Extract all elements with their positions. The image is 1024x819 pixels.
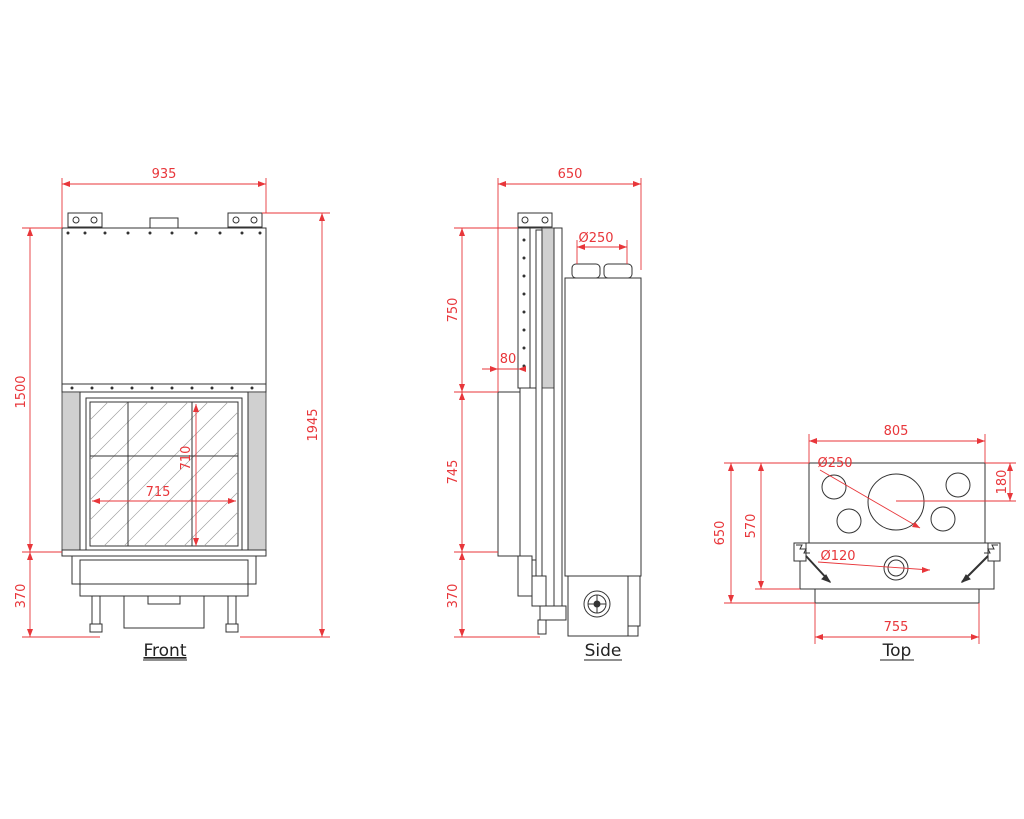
side-base-label: 370 (446, 584, 461, 609)
front-top-handle (149, 217, 179, 229)
front-right-leg (227, 595, 237, 625)
front-height-label: 1945 (306, 408, 321, 441)
front-left-bracket (67, 212, 103, 228)
top-flue-hole-4 (930, 506, 956, 532)
side-column-rivets (522, 238, 526, 368)
side-door (497, 391, 521, 557)
front-door (79, 391, 249, 557)
top-right-corner (987, 542, 1001, 562)
side-flue-collar-left (571, 263, 601, 279)
side-top-bracket (517, 212, 553, 228)
front-width-label: 935 (152, 167, 177, 182)
side-body (564, 277, 642, 577)
side-mid-label: 745 (446, 460, 461, 485)
top-flue-hole-1 (821, 474, 847, 500)
front-bottom-band (61, 549, 267, 557)
top-left-air-arrow-icon (805, 555, 832, 583)
top-view: 805 755 650 570 180 Ø250 Ø120 Top (713, 424, 1016, 661)
front-view: 935 1945 1500 370 715 710 Front (14, 167, 330, 661)
side-view: 650 Ø250 750 745 370 80 Side (446, 167, 642, 661)
top-left-corner (793, 542, 807, 562)
front-left-leg (91, 595, 101, 625)
side-gray-strip (541, 227, 555, 389)
top-flue-main (867, 473, 925, 531)
side-upper-label: 750 (446, 298, 461, 323)
top-width-label: 805 (884, 424, 909, 439)
front-glass-width-label: 715 (146, 485, 171, 500)
front-right-bracket (227, 212, 263, 228)
top-small-label: Ø120 (820, 549, 855, 564)
side-flue-collar-right (603, 263, 633, 279)
front-upper-label: 1500 (14, 375, 29, 408)
top-flue-label: Ø250 (817, 456, 852, 471)
front-left-panel (61, 391, 81, 557)
top-flue-hole-2 (945, 472, 971, 498)
front-ashbox (123, 595, 205, 629)
front-base-label: 370 (14, 584, 29, 609)
front-base (71, 555, 257, 585)
side-caption: Side (585, 641, 622, 661)
side-depth-label: 650 (558, 167, 583, 182)
front-hood (61, 227, 267, 385)
front-right-panel (247, 391, 267, 557)
top-width-bottom-label: 755 (884, 620, 909, 635)
top-depth-label: 650 (713, 521, 728, 546)
top-right-air-arrow-icon (960, 555, 989, 583)
top-caption: Top (882, 641, 912, 661)
front-caption: Front (144, 641, 187, 661)
top-inner-label: 570 (744, 514, 759, 539)
top-flue-hole-3 (836, 508, 862, 534)
side-offset-label: 80 (500, 352, 517, 367)
top-front-lip (814, 588, 980, 604)
front-glass-height-label: 710 (179, 446, 194, 471)
front-hood-rivets (66, 231, 262, 235)
front-band-rivets (70, 386, 254, 390)
side-air-damper-icon (583, 590, 611, 618)
top-edge-label: 180 (995, 470, 1010, 495)
side-flue-label: Ø250 (578, 231, 613, 246)
